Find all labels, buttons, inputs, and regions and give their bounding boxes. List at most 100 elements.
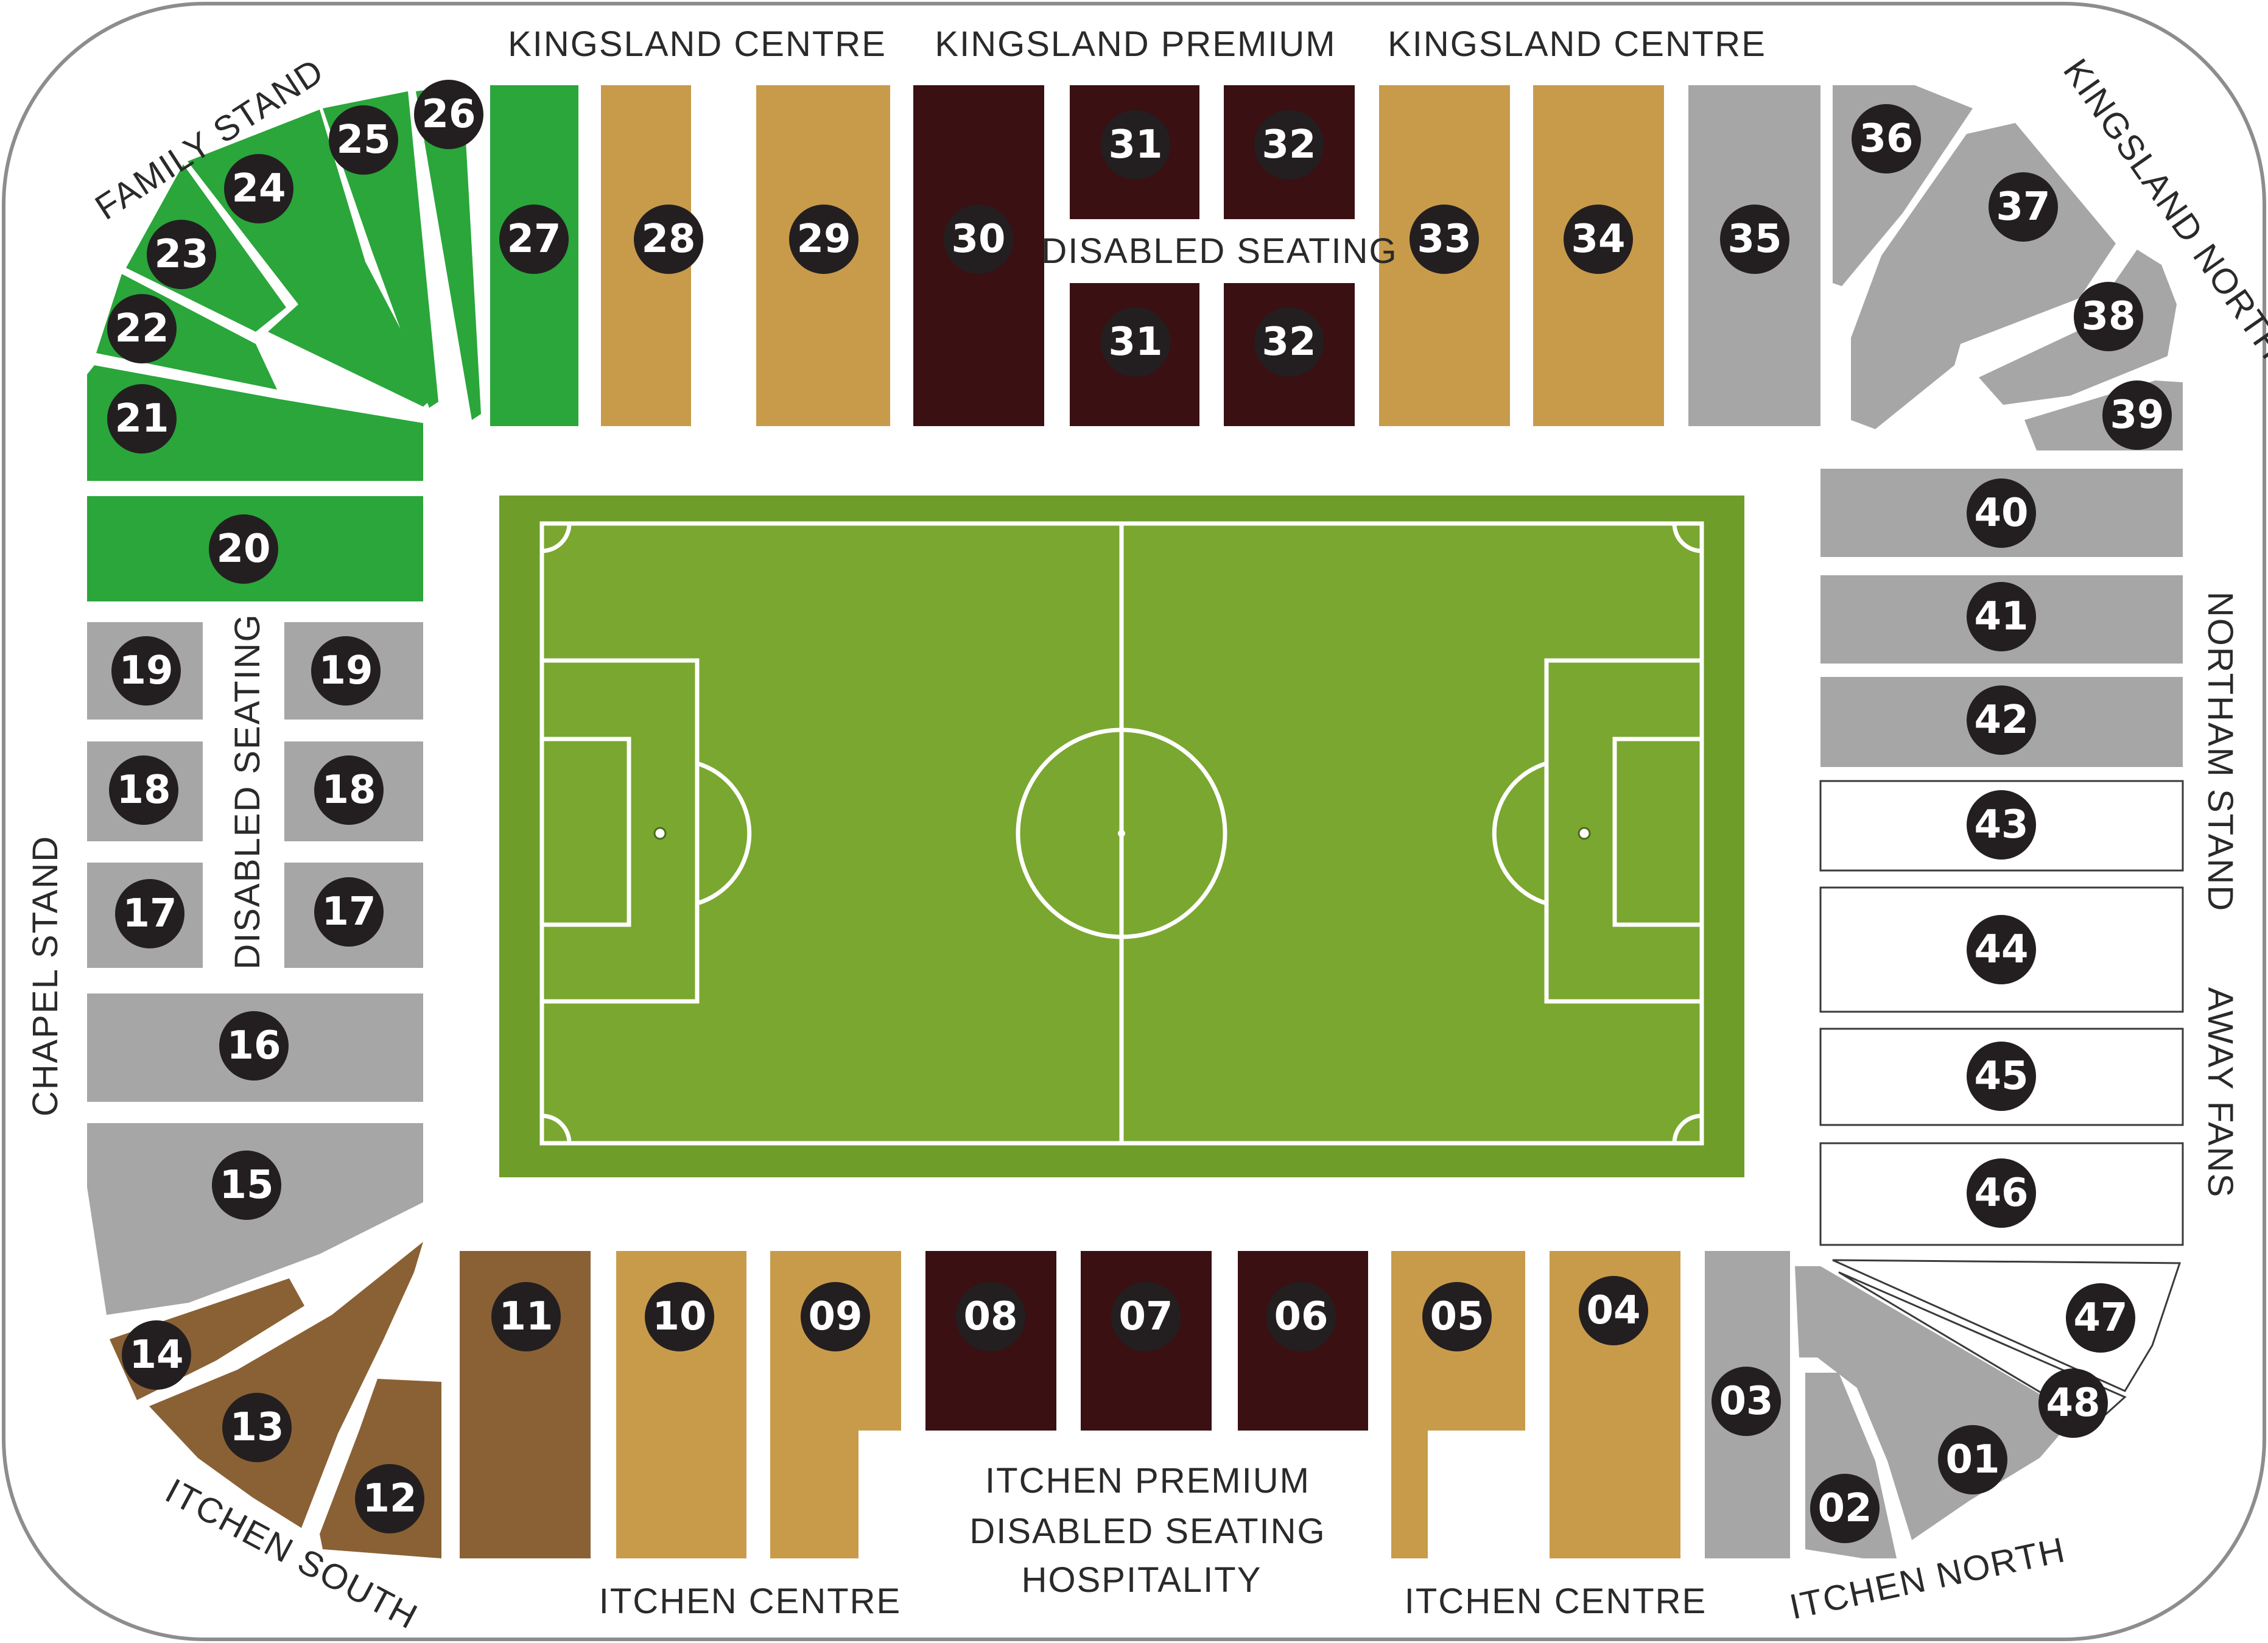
section-badge-s22[interactable]: 22: [107, 294, 177, 363]
badge-circle: [219, 1011, 289, 1081]
section-number: 33: [1417, 217, 1471, 262]
section-badge-s31a[interactable]: 31: [1101, 110, 1170, 180]
badge-circle: [1852, 104, 1921, 173]
section-badge-s39[interactable]: 39: [2102, 380, 2172, 450]
section-badge-s18a[interactable]: 18: [109, 755, 178, 825]
section-badge-s17a[interactable]: 17: [115, 879, 184, 948]
section-badge-s20[interactable]: 20: [209, 514, 278, 584]
section-number: 35: [1727, 217, 1782, 262]
section-number: 37: [1996, 184, 2050, 229]
badge-circle: [2102, 380, 2172, 450]
section-badge-s30[interactable]: 30: [944, 205, 1013, 274]
badge-circle: [1111, 1282, 1181, 1351]
section-s01[interactable]: [1795, 1266, 2076, 1540]
section-badge-s45[interactable]: 45: [1967, 1042, 2036, 1111]
badge-circle: [1266, 1282, 1336, 1351]
section-number: 21: [114, 396, 169, 441]
section-s13[interactable]: [149, 1242, 423, 1528]
section-s21[interactable]: [87, 365, 423, 481]
section-badge-s35[interactable]: 35: [1720, 205, 1789, 274]
section-number: 22: [114, 306, 169, 351]
section-badge-s41[interactable]: 41: [1967, 582, 2036, 651]
badge-circle: [107, 384, 177, 454]
section-s26[interactable]: [416, 85, 481, 420]
section-badge-s27[interactable]: 27: [499, 205, 569, 274]
badge-circle: [2074, 282, 2143, 351]
label-northam-stand: NORTHAM STAND: [2200, 592, 2240, 913]
badge-circle: [115, 879, 184, 948]
section-badge-s33[interactable]: 33: [1410, 205, 1479, 274]
section-badge-s26[interactable]: 26: [414, 80, 483, 149]
section-badge-s32a[interactable]: 32: [1254, 110, 1324, 180]
section-badge-s05[interactable]: 05: [1422, 1282, 1492, 1351]
section-badge-s21[interactable]: 21: [107, 384, 177, 454]
section-badge-s37[interactable]: 37: [1989, 172, 2058, 242]
label-itchen-premium-3: HOSPITALITY: [1022, 1560, 1262, 1600]
left-goal-area: [539, 737, 631, 927]
section-badge-s48[interactable]: 48: [2038, 1368, 2108, 1438]
badge-circle: [1720, 205, 1789, 274]
section-badge-s36[interactable]: 36: [1852, 104, 1921, 173]
section-badge-s12[interactable]: 12: [355, 1464, 424, 1533]
section-badge-s47[interactable]: 47: [2066, 1283, 2135, 1353]
section-badge-s25[interactable]: 25: [329, 105, 398, 175]
badge-circle: [1101, 307, 1170, 377]
section-badge-s13[interactable]: 13: [222, 1393, 292, 1462]
section-badge-s29[interactable]: 29: [789, 205, 858, 274]
section-badge-s11[interactable]: 11: [491, 1282, 561, 1351]
section-badge-s09[interactable]: 09: [801, 1282, 870, 1351]
section-badge-s46[interactable]: 46: [1967, 1158, 2036, 1228]
corner-arc-tr: [1672, 523, 1702, 553]
badge-circle: [1967, 1158, 2036, 1228]
badge-circle: [122, 1320, 191, 1390]
section-badge-s44[interactable]: 44: [1967, 915, 2036, 984]
section-badge-s17b[interactable]: 17: [314, 877, 384, 947]
centre-circle: [1016, 727, 1227, 939]
section-badge-s19b[interactable]: 19: [311, 636, 381, 706]
section-number: 02: [1817, 1486, 1872, 1531]
section-badge-s31b[interactable]: 31: [1101, 307, 1170, 377]
section-number: 19: [318, 648, 373, 693]
label-away-fans: AWAY FANS: [2200, 987, 2240, 1199]
label-itchen-centre-right: ITCHEN CENTRE: [1405, 1582, 1707, 1621]
section-number: 09: [808, 1294, 862, 1339]
badge-circle: [1989, 172, 2058, 242]
section-badge-s32b[interactable]: 32: [1254, 307, 1324, 377]
section-badge-s01[interactable]: 01: [1938, 1425, 2007, 1494]
section-number: 26: [421, 92, 476, 137]
section-badge-s10[interactable]: 10: [645, 1282, 714, 1351]
section-badge-s04[interactable]: 04: [1579, 1276, 1648, 1345]
badge-circle: [147, 220, 216, 289]
section-badge-s16[interactable]: 16: [219, 1011, 289, 1081]
section-s04[interactable]: [1550, 1251, 1680, 1558]
badge-circle: [1254, 110, 1324, 180]
section-badge-s18b[interactable]: 18: [314, 755, 384, 825]
badge-circle: [789, 205, 858, 274]
section-number: 36: [1859, 116, 1913, 161]
badge-circle: [329, 105, 398, 175]
section-badge-s15[interactable]: 15: [212, 1151, 281, 1220]
section-badge-s14[interactable]: 14: [122, 1320, 191, 1390]
section-badge-s43[interactable]: 43: [1967, 790, 2036, 860]
section-badge-s19a[interactable]: 19: [111, 636, 181, 706]
section-badge-s24[interactable]: 24: [224, 154, 293, 223]
section-badge-s06[interactable]: 06: [1266, 1282, 1336, 1351]
right-goal-area: [1612, 737, 1704, 927]
section-number: 48: [2046, 1381, 2100, 1426]
section-badge-s40[interactable]: 40: [1967, 478, 2036, 548]
section-badge-s07[interactable]: 07: [1111, 1282, 1181, 1351]
section-badge-s08[interactable]: 08: [956, 1282, 1025, 1351]
section-badge-s42[interactable]: 42: [1967, 685, 2036, 755]
label-disabled-seating-top: DISABLED SEATING: [1041, 231, 1397, 271]
section-badge-s03[interactable]: 03: [1712, 1367, 1781, 1436]
section-badge-s38[interactable]: 38: [2074, 282, 2143, 351]
corner-arc-br: [1672, 1113, 1702, 1144]
section-s15[interactable]: [87, 1123, 423, 1315]
section-number: 13: [230, 1405, 284, 1450]
section-badge-s23[interactable]: 23: [147, 220, 216, 289]
section-badge-s02[interactable]: 02: [1810, 1474, 1880, 1543]
badge-circle: [499, 205, 569, 274]
section-badge-s28[interactable]: 28: [634, 205, 703, 274]
right-penalty-arc: [1492, 761, 1548, 906]
section-badge-s34[interactable]: 34: [1564, 205, 1633, 274]
